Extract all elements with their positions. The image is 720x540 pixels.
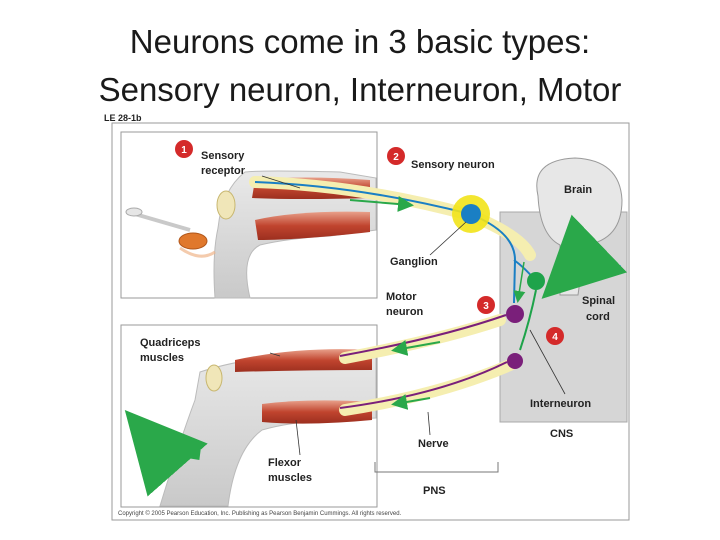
- motor-neuron-path-1: [339, 314, 507, 357]
- top-flexor: [255, 211, 370, 240]
- bottom-patella: [205, 364, 223, 392]
- label-sensory-receptor-2: receptor: [201, 165, 246, 177]
- sensory-neuron-path: [254, 181, 517, 304]
- motor-neuron-cell-body-1: [506, 305, 524, 323]
- svg-text:4: 4: [552, 332, 558, 343]
- interneuron-cell-body: [527, 272, 545, 290]
- label-pns: PNS: [423, 485, 446, 497]
- label-sensory-neuron: Sensory neuron: [411, 159, 495, 171]
- label-cns: CNS: [550, 428, 573, 440]
- svg-text:2: 2: [393, 152, 399, 163]
- pns-bracket: [374, 462, 499, 473]
- label-spinal-cord-1: Spinal: [582, 295, 615, 307]
- label-nerve: Nerve: [418, 438, 449, 450]
- nerve-lower: [339, 359, 516, 416]
- label-sensory-receptor-1: Sensory: [201, 150, 245, 162]
- slide-title-line2: Sensory neuron, Interneuron, Motor: [98, 71, 622, 108]
- signal-arrow-motor: [391, 340, 441, 356]
- svg-text:3: 3: [483, 301, 489, 312]
- figure-id: LE 28-1b: [104, 113, 142, 123]
- slide-title-line1: Neurons come in 3 basic types:: [129, 23, 591, 60]
- ganglion-cell-body: [461, 204, 481, 224]
- nerve-middle: [339, 314, 506, 364]
- motor-neuron-path-2: [339, 361, 508, 409]
- label-brain: Brain: [564, 184, 592, 196]
- leg-motion-arrow: [124, 409, 208, 497]
- copyright-text: Copyright © 2005 Pearson Education, Inc.…: [118, 510, 402, 517]
- svg-text:1: 1: [181, 145, 187, 156]
- label-spinal-cord-2: cord: [586, 311, 610, 323]
- interneuron-path: [519, 289, 537, 351]
- label-motor-neuron-1: Motor: [386, 291, 417, 303]
- step-badge-1: 1: [175, 140, 193, 158]
- step-badge-3: 3: [477, 296, 495, 314]
- label-interneuron: Interneuron: [530, 398, 591, 410]
- step-badge-2: 2: [387, 147, 405, 165]
- label-motor-neuron-2: neuron: [386, 306, 424, 318]
- hammer-head: [178, 232, 208, 250]
- label-quadriceps-2: muscles: [140, 352, 184, 364]
- motor-neuron-cell-body-2: [507, 353, 523, 369]
- step-badge-4: 4: [546, 327, 564, 345]
- signal-arrow-sensory: [349, 196, 414, 212]
- label-ganglion: Ganglion: [390, 256, 438, 268]
- label-flexor-1: Flexor: [268, 457, 302, 469]
- bottom-quadriceps: [235, 349, 372, 372]
- label-flexor-2: muscles: [268, 472, 312, 484]
- spinal-cord-pointer: [541, 214, 628, 299]
- label-quadriceps-1: Quadriceps: [140, 337, 201, 349]
- top-patella: [216, 190, 236, 220]
